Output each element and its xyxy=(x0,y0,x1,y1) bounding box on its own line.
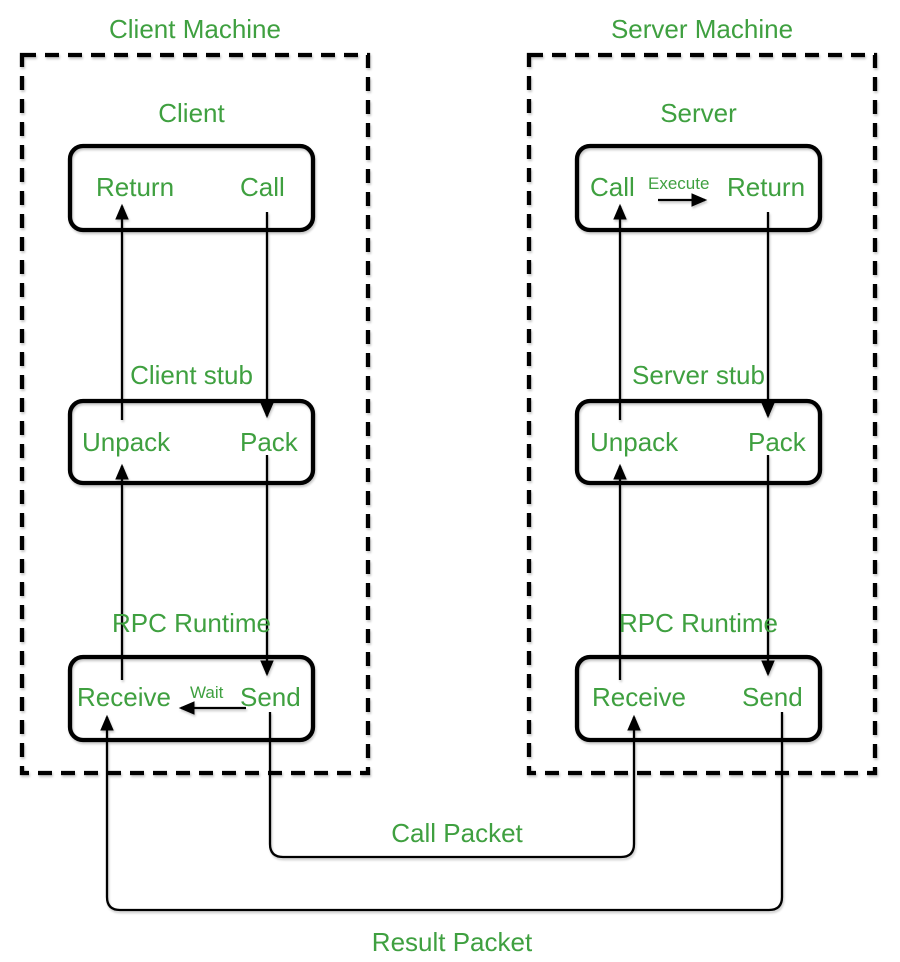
server-runtime-box xyxy=(574,654,823,743)
client-unpack-label: Unpack xyxy=(82,427,171,457)
server-machine-boundary xyxy=(526,52,878,776)
client-machine-boundary xyxy=(19,52,371,776)
client-box xyxy=(67,143,316,233)
client-receive-label: Receive xyxy=(77,682,171,712)
server-box xyxy=(574,143,823,233)
client-return-label: Return xyxy=(96,172,175,202)
call-packet-label: Call Packet xyxy=(391,818,523,848)
client-section-label: Client xyxy=(158,98,225,128)
server-receive-label: Receive xyxy=(592,682,686,712)
client-machine-title: Client Machine xyxy=(109,14,281,44)
server-stub-box xyxy=(574,398,823,486)
server-pack-label: Pack xyxy=(748,427,806,457)
server-rpc-runtime-label: RPC Runtime xyxy=(619,608,778,638)
server-return-label: Return xyxy=(727,172,806,202)
client-call-label: Call xyxy=(240,172,285,202)
client-stub-label: Client stub xyxy=(130,360,253,390)
client-rpc-runtime-label: RPC Runtime xyxy=(112,608,271,638)
result-packet-connector xyxy=(100,712,784,912)
client-pack-label: Pack xyxy=(240,427,298,457)
client-stub-box xyxy=(67,398,316,486)
server-send-label: Send xyxy=(742,682,803,712)
execute-label: Execute xyxy=(648,174,710,193)
client-send-label: Send xyxy=(240,682,301,712)
server-stub-label: Server stub xyxy=(632,360,765,390)
server-call-label: Call xyxy=(590,172,635,202)
server-unpack-label: Unpack xyxy=(590,427,679,457)
server-section-label: Server xyxy=(660,98,737,128)
server-machine-title: Server Machine xyxy=(610,14,794,44)
wait-label: Wait xyxy=(190,683,224,702)
call-packet-connector xyxy=(268,712,641,859)
result-packet-label: Result Packet xyxy=(371,927,533,957)
client-runtime-box xyxy=(67,654,316,743)
